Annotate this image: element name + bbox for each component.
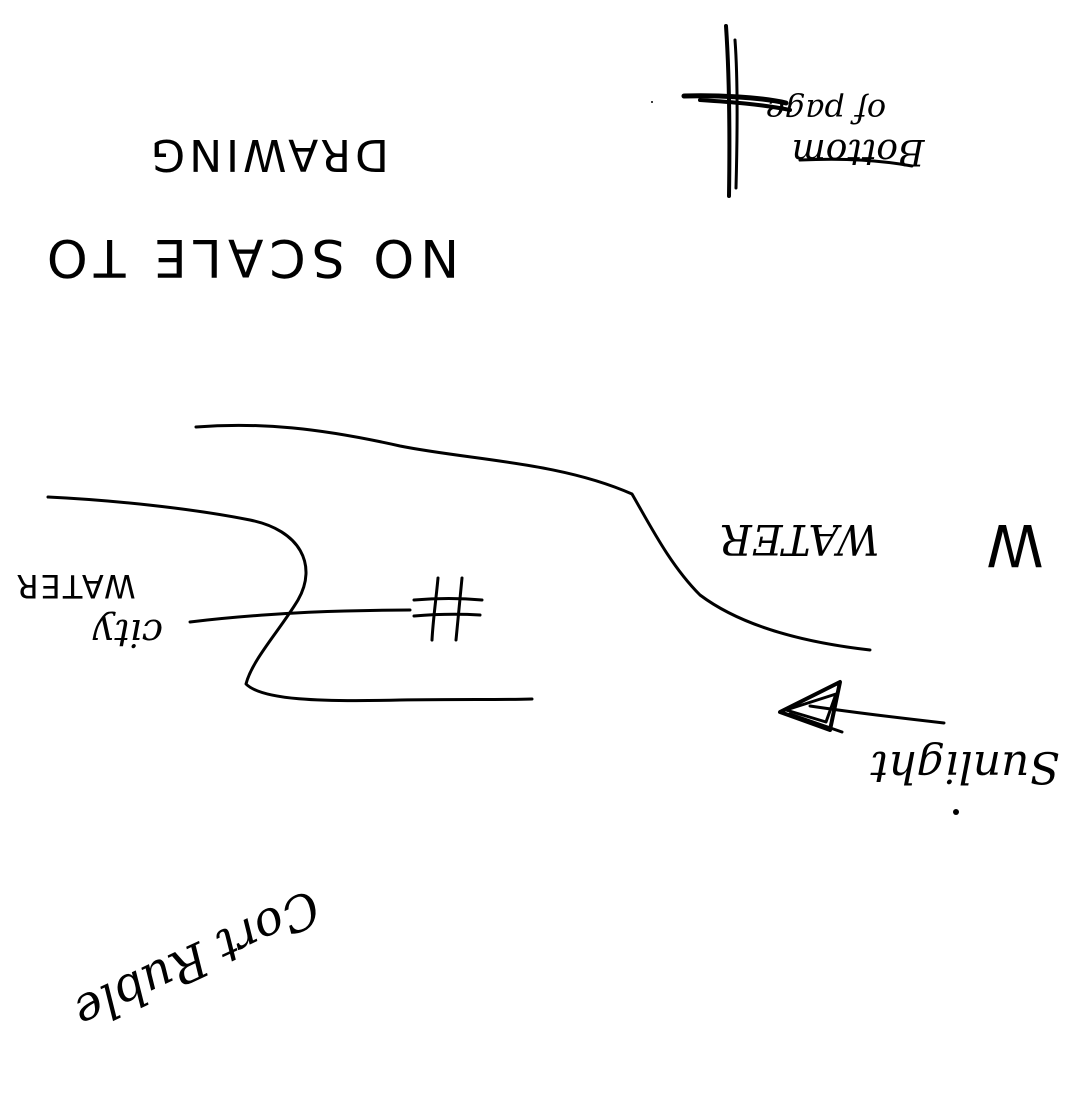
city-water-pipe bbox=[188, 608, 412, 624]
bottom-of-page-line2: of page bbox=[766, 92, 886, 130]
sunlight-label: Sunlight bbox=[870, 741, 1059, 792]
water-boundary-upper bbox=[194, 423, 872, 652]
signature: Cort Ruble bbox=[65, 878, 329, 1041]
triangle-arrow-icon bbox=[778, 680, 946, 734]
bottom-underline bbox=[798, 157, 914, 168]
water-upper-label: WATER bbox=[720, 515, 879, 564]
city-water-line2: WATER bbox=[14, 567, 135, 605]
sunlight-dot bbox=[953, 809, 959, 815]
hash-icon bbox=[412, 576, 484, 642]
no-scale-line1: NO SCALE TO bbox=[41, 227, 459, 287]
city-water-line1: city bbox=[92, 611, 163, 655]
stray-mark bbox=[651, 101, 653, 103]
water-boundary-lower bbox=[46, 495, 534, 703]
cross-icon bbox=[681, 24, 792, 198]
w-letter-label: W bbox=[986, 511, 1043, 579]
no-scale-line2: DRAWING bbox=[147, 129, 389, 180]
